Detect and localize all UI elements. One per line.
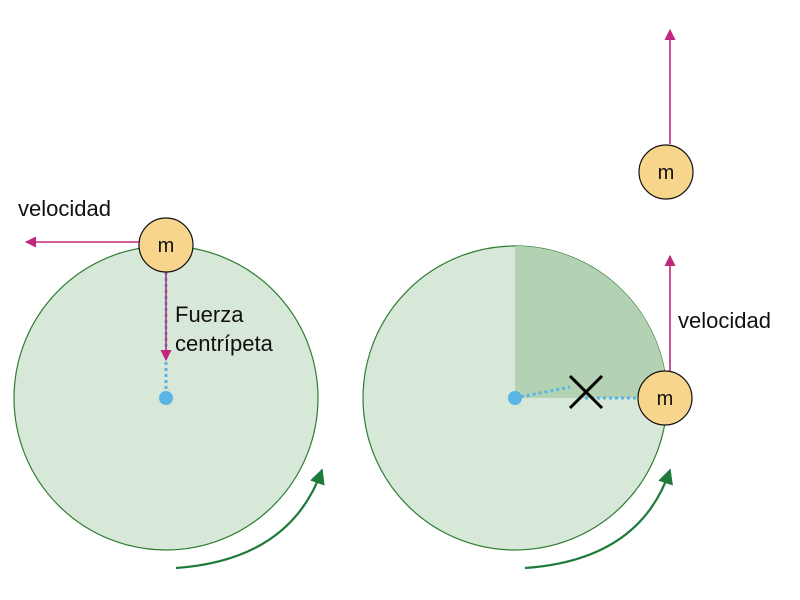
center-dot-left: [159, 391, 173, 405]
mass-label-right: m: [657, 388, 674, 410]
force-label-line2: centrípeta: [175, 331, 274, 356]
mass-top: m: [638, 144, 694, 200]
velocity-label-left: velocidad: [18, 196, 111, 221]
x-mark-icon: [568, 374, 604, 410]
mass-left: m: [138, 217, 194, 273]
force-label-line1: Fuerza: [175, 302, 244, 327]
swept-quadrant: [515, 246, 667, 398]
mass-label-left: m: [158, 235, 175, 257]
right-panel: velocidad m m: [362, 28, 771, 570]
left-panel: velocidad m Fuerza centrípeta: [13, 196, 325, 570]
mass-label-top: m: [658, 162, 675, 184]
velocity-label-right: velocidad: [678, 308, 771, 333]
rotation-arrow-right: [524, 468, 673, 570]
rotation-arrow-left: [175, 468, 325, 570]
center-dot-right: [508, 391, 522, 405]
mass-right: m: [637, 370, 693, 426]
